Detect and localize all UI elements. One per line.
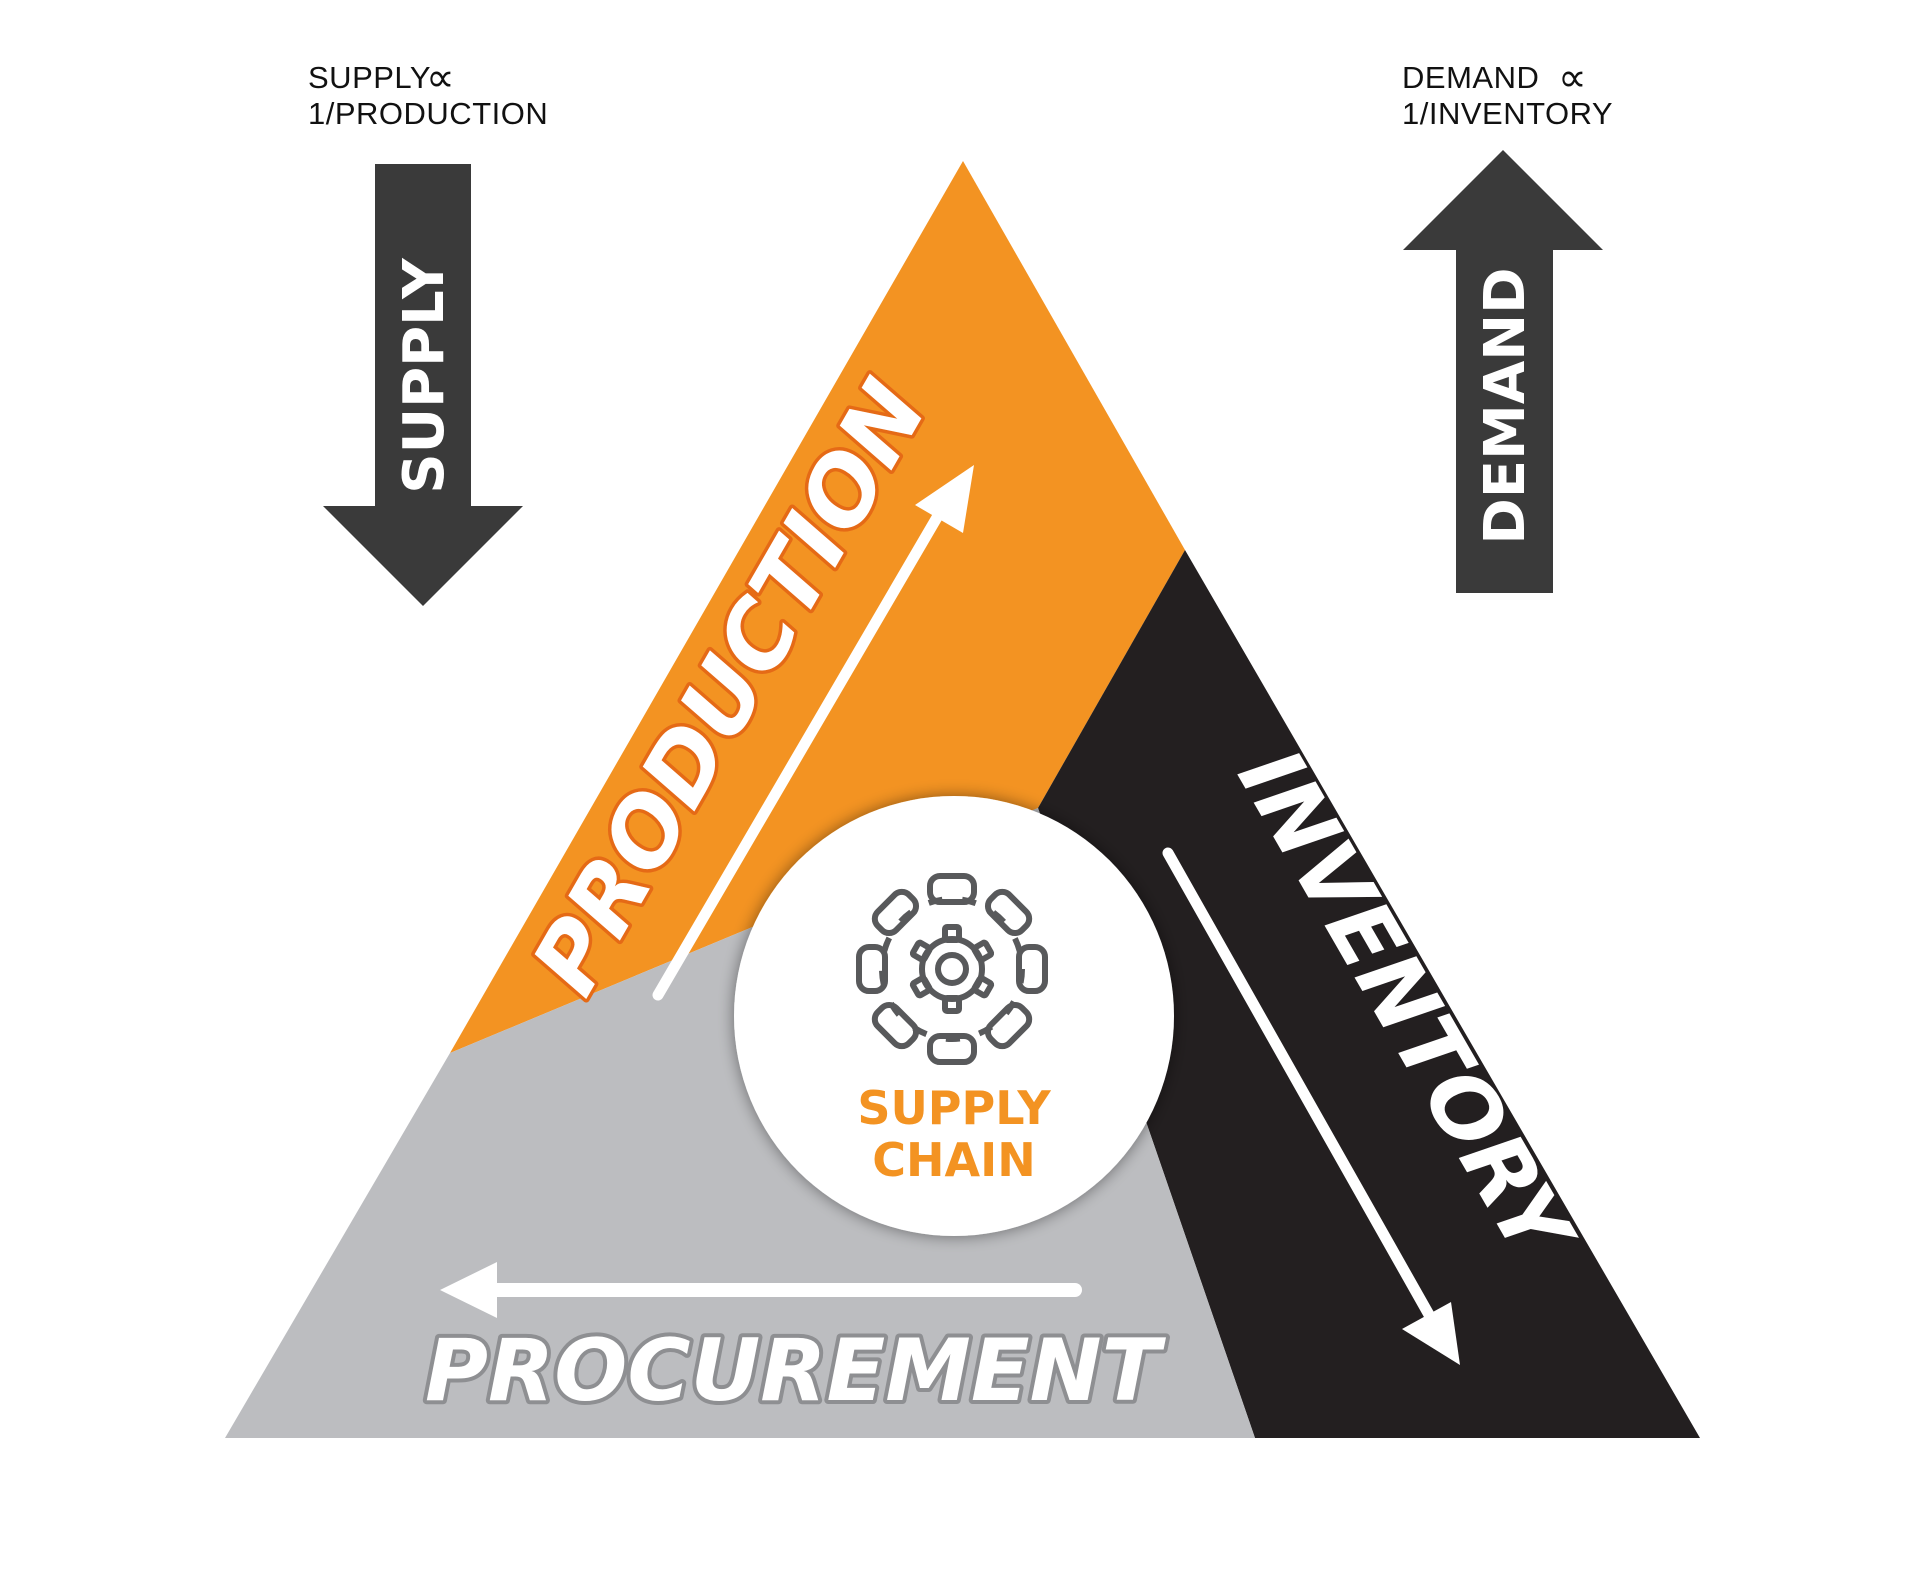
production-section (450, 161, 1185, 1053)
center-title-line2: CHAIN (872, 1133, 1035, 1187)
center-circle (734, 796, 1174, 1236)
procurement-arrow (440, 1262, 1082, 1318)
supply-note-line1: SUPPLY (308, 60, 431, 95)
inventory-section (1038, 550, 1700, 1438)
proportional-symbol-right: ∝ (1558, 55, 1587, 101)
center-title-line1: SUPPLY (857, 1081, 1051, 1135)
demand-arrow: DEMAND (1403, 150, 1603, 593)
demand-arrow-label: DEMAND (1473, 267, 1538, 544)
supply-note-line2: 1/PRODUCTION (308, 96, 548, 131)
supply-arrow-shape (323, 164, 523, 606)
chain-gear-icon (856, 873, 1048, 1065)
demand-note-line1: DEMAND (1402, 60, 1539, 95)
demand-proportional-note: DEMAND ∝ 1/INVENTORY (1402, 55, 1613, 131)
supply-arrow: SUPPLY (323, 164, 523, 606)
proportional-symbol-left: ∝ (426, 55, 455, 101)
production-arrow (652, 465, 974, 1001)
supply-arrow-label: SUPPLY (392, 257, 457, 494)
supply-proportional-note: SUPPLY ∝ 1/PRODUCTION (308, 55, 548, 131)
procurement-label: PROCUREMENT (425, 1321, 1167, 1421)
inventory-arrow (1162, 847, 1460, 1365)
demand-arrow-shape (1403, 150, 1603, 593)
demand-note-line2: 1/INVENTORY (1402, 96, 1613, 131)
